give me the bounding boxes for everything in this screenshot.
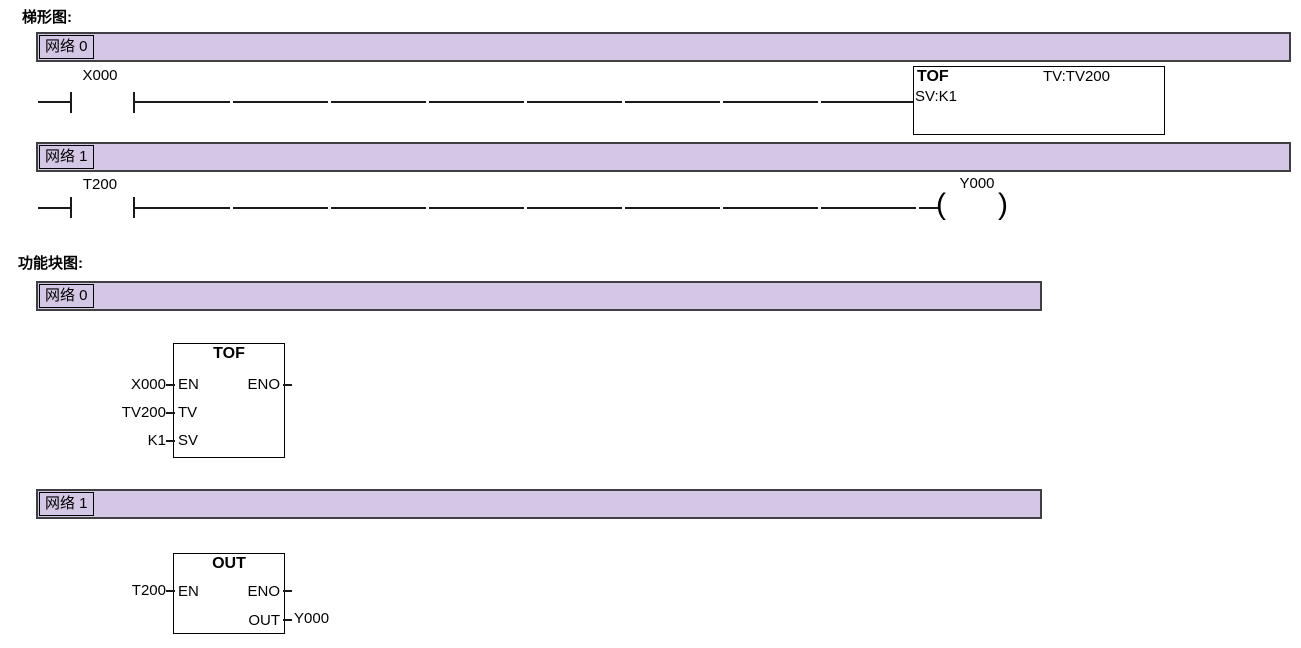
contact-right-bar[interactable] — [133, 92, 135, 113]
pin-stub — [166, 590, 175, 592]
fbd-network-0-header[interactable]: 网络 0 — [36, 281, 1042, 311]
ladder-tof-sv-param: SV:K1 — [915, 88, 957, 105]
fbd-out-operand-en: T200 — [131, 582, 166, 599]
fbd-network-0-title[interactable]: 网络 0 — [39, 284, 94, 308]
fbd-tof-pin-eno: ENO — [247, 376, 280, 393]
pin-stub — [283, 384, 292, 386]
fbd-network-1-title[interactable]: 网络 1 — [39, 492, 94, 516]
ladder-tof-name: TOF — [917, 68, 949, 85]
ladder-network-0-header[interactable]: 网络 0 — [36, 32, 1291, 62]
ladder-tof-tv-param: TV:TV200 — [1043, 68, 1110, 85]
contact-operand-label: X000 — [82, 67, 118, 84]
contact-left-bar[interactable] — [70, 92, 72, 113]
ladder-network-1-header[interactable]: 网络 1 — [36, 142, 1291, 172]
fbd-tof-pin-sv: SV — [178, 432, 199, 449]
contact-operand-label: T200 — [82, 176, 118, 193]
fbd-out-block[interactable]: OUT EN ENO OUT — [173, 553, 285, 634]
fbd-tof-operand-tv: TV200 — [121, 404, 166, 421]
coil-operand-label: Y000 — [959, 175, 995, 192]
fbd-out-pin-eno: ENO — [247, 583, 280, 600]
pin-stub — [283, 590, 292, 592]
coil-close-paren[interactable]: ) — [998, 188, 1008, 221]
fbd-tof-operand-en: X000 — [130, 376, 166, 393]
wire — [38, 207, 71, 209]
contact-right-bar[interactable] — [133, 197, 135, 218]
ladder-tof-block[interactable]: TOF TV:TV200 SV:K1 — [913, 66, 1165, 135]
ladder-network-1-title[interactable]: 网络 1 — [39, 145, 94, 169]
fbd-out-operand-out: Y000 — [294, 610, 330, 627]
fbd-tof-name: TOF — [213, 345, 245, 362]
fbd-network-1-header[interactable]: 网络 1 — [36, 489, 1042, 519]
pin-stub — [283, 619, 292, 621]
fbd-tof-operand-sv: K1 — [147, 432, 166, 449]
pin-stub — [166, 412, 175, 414]
coil-open-paren[interactable]: ( — [936, 188, 946, 221]
fbd-tof-pin-tv: TV — [178, 404, 198, 421]
fbd-out-pin-out: OUT — [248, 612, 280, 629]
wire — [135, 207, 938, 209]
ladder-network-0-title[interactable]: 网络 0 — [39, 35, 94, 59]
ladder-section-label: 梯形图: — [22, 9, 72, 26]
wire — [38, 101, 71, 103]
pin-stub — [166, 440, 175, 442]
fbd-section-label: 功能块图: — [18, 255, 83, 272]
fbd-out-pin-en: EN — [178, 583, 199, 600]
fbd-tof-pin-en: EN — [178, 376, 199, 393]
fbd-out-name: OUT — [212, 555, 246, 572]
contact-left-bar[interactable] — [70, 197, 72, 218]
fbd-tof-block[interactable]: TOF EN ENO TV SV — [173, 343, 285, 458]
pin-stub — [166, 384, 175, 386]
wire — [135, 101, 913, 103]
